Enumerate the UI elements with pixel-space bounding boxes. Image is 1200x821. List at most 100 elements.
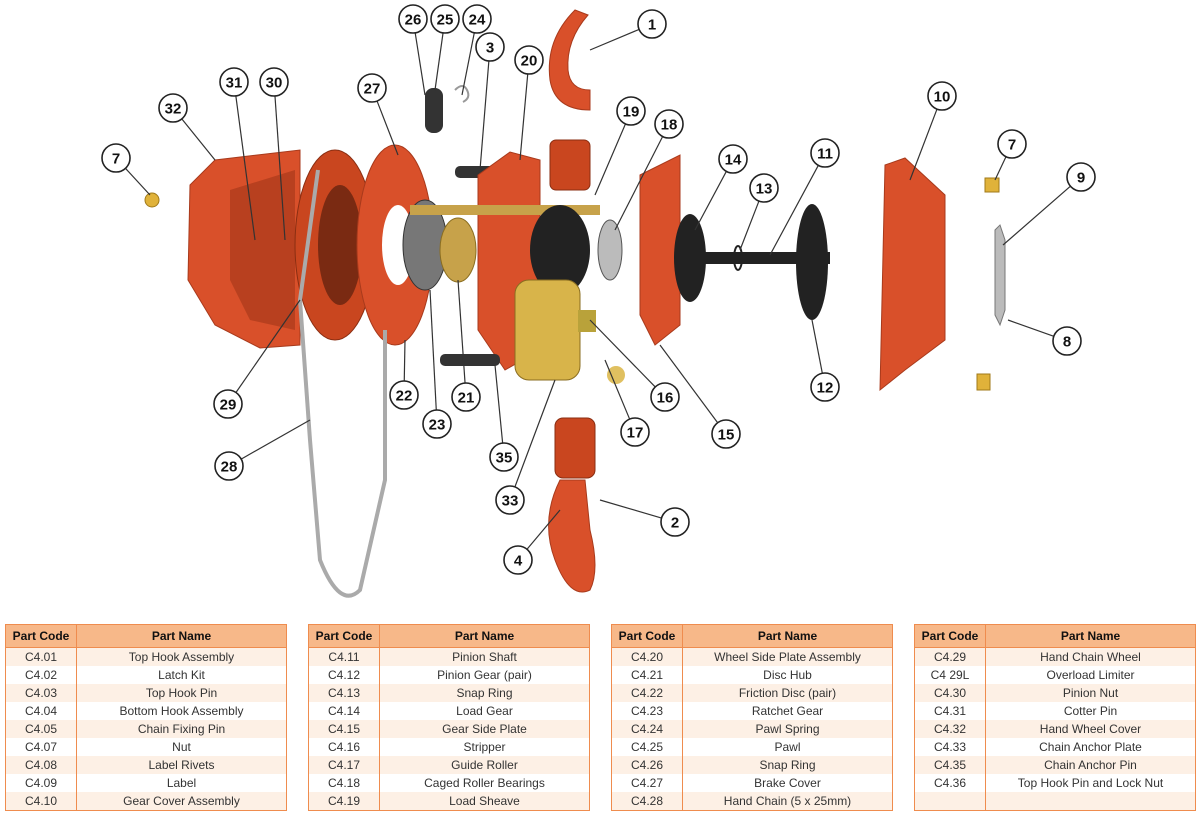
callout-circle <box>637 9 667 39</box>
part-code: C4.14 <box>308 702 380 720</box>
part-name: Pawl Spring <box>682 720 893 738</box>
part-name: Label <box>76 774 287 792</box>
callout-28: 28 <box>214 451 244 481</box>
part-name: Pinion Shaft <box>379 647 590 666</box>
callout-9: 9 <box>1066 162 1096 192</box>
callout-22: 22 <box>389 380 419 410</box>
leader-line <box>235 95 256 241</box>
callout-circle <box>422 409 452 439</box>
callout-30: 30 <box>259 67 289 97</box>
callout-circle <box>389 380 419 410</box>
part-code: C4.24 <box>611 720 683 738</box>
callout-number: 25 <box>437 12 454 29</box>
leader-line <box>589 28 640 51</box>
bottom-hook <box>548 479 596 593</box>
part-name: Nut <box>76 738 287 756</box>
callout-circle <box>616 96 646 126</box>
callout-32: 32 <box>158 93 188 123</box>
part-code: C4.03 <box>5 684 77 702</box>
callout-circle <box>1052 326 1082 356</box>
stripper <box>578 310 596 332</box>
callout-circle <box>654 109 684 139</box>
table-row <box>914 792 1196 811</box>
part-name: Top Hook Pin and Lock Nut <box>985 774 1196 792</box>
callout-circle <box>214 451 244 481</box>
callout-number: 10 <box>934 89 951 106</box>
callout-circle <box>514 45 544 75</box>
part-name: Stripper <box>379 738 590 756</box>
leader-line <box>739 200 760 251</box>
callout-35: 35 <box>489 442 519 472</box>
callout-circle <box>489 442 519 472</box>
callout-number: 29 <box>220 397 237 414</box>
callout-27: 27 <box>357 73 387 103</box>
part-code: C4.32 <box>914 720 986 738</box>
callout-1: 1 <box>637 9 667 39</box>
callout-20: 20 <box>514 45 544 75</box>
top-hook <box>548 9 591 111</box>
leader-line <box>519 73 529 161</box>
part-code: C4.26 <box>611 756 683 774</box>
pawl-spring <box>454 85 470 103</box>
leader-line <box>1002 185 1071 246</box>
hand-chain-wheel-hub <box>318 185 362 305</box>
hand-wheel-cover-inner <box>230 170 295 330</box>
part-code: C4 29L <box>914 666 986 684</box>
part-name: Latch Kit <box>76 666 287 684</box>
part-name: Hand Chain Wheel <box>985 647 1196 666</box>
callout-number: 28 <box>221 459 238 476</box>
nut-right <box>984 177 1000 193</box>
part-name <box>985 792 1196 811</box>
part-code: C4.23 <box>611 702 683 720</box>
part-code: C4.12 <box>308 666 380 684</box>
callout-circle <box>927 81 957 111</box>
leader-line <box>589 319 656 388</box>
part-name: Friction Disc (pair) <box>682 684 893 702</box>
callout-number: 16 <box>657 390 674 407</box>
part-code: C4.29 <box>914 647 986 666</box>
callout-number: 14 <box>725 152 742 169</box>
part-name: Snap Ring <box>682 756 893 774</box>
callout-number: 18 <box>661 117 678 134</box>
leader-line <box>514 379 556 488</box>
part-code: C4.20 <box>611 647 683 666</box>
pinion-shaft-rod <box>410 205 600 215</box>
part-name: Disc Hub <box>682 666 893 684</box>
chain-anchor-plate <box>514 279 581 381</box>
leader-line <box>429 289 437 411</box>
part-name: Wheel Side Plate Assembly <box>682 647 893 666</box>
part-code: C4.13 <box>308 684 380 702</box>
part-name: Overload Limiter <box>985 666 1196 684</box>
hoist-parts-illustration <box>144 9 1006 598</box>
callout-number: 1 <box>648 17 656 34</box>
callout-number: 15 <box>718 427 735 444</box>
callout-circle <box>357 73 387 103</box>
leader-line <box>594 123 627 196</box>
part-name: Hand Wheel Cover <box>985 720 1196 738</box>
disc-hub <box>439 217 477 283</box>
callout-circle <box>158 93 188 123</box>
callout-13: 13 <box>749 173 779 203</box>
callout-number: 9 <box>1077 170 1085 187</box>
part-code <box>914 792 986 811</box>
callout-number: 4 <box>514 553 523 570</box>
load-sheave <box>530 205 590 295</box>
callout-number: 24 <box>469 12 486 29</box>
pinion-gear <box>796 204 828 320</box>
callout-10: 10 <box>927 81 957 111</box>
